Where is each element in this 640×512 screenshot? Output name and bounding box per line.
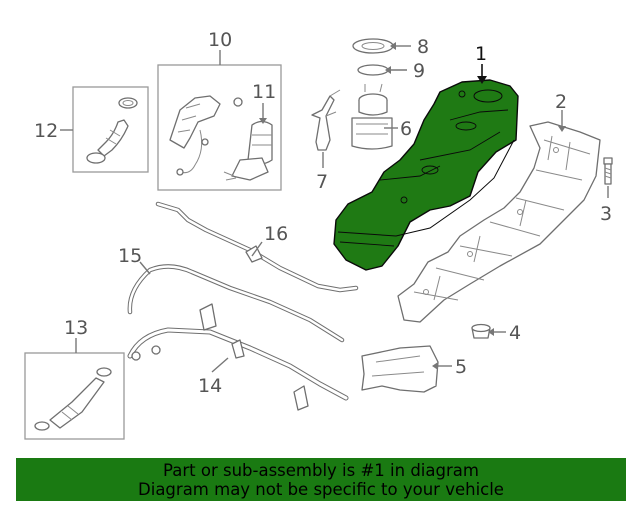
callout-12[interactable]: 12 xyxy=(34,120,58,142)
part-16-vapor-line[interactable] xyxy=(155,201,359,293)
callout-8[interactable]: 8 xyxy=(417,36,429,58)
part-6-pump-module[interactable] xyxy=(351,83,393,150)
callout-5[interactable]: 5 xyxy=(455,356,467,378)
callout-16[interactable]: 16 xyxy=(264,223,288,245)
callout-6[interactable]: 6 xyxy=(400,118,412,140)
part-5-heat-shield[interactable] xyxy=(361,345,439,393)
banner-line-1: Part or sub-assembly is #1 in diagram xyxy=(163,461,479,480)
callout-2[interactable]: 2 xyxy=(555,91,567,113)
callout-1[interactable]: 1 xyxy=(475,43,487,65)
part-14-line-assembly[interactable] xyxy=(127,303,349,411)
callout-10[interactable]: 10 xyxy=(208,29,232,51)
callout-14[interactable]: 14 xyxy=(198,375,222,397)
parts-diagram: 12 10 11 8 9 6 xyxy=(24,29,613,440)
callout-3[interactable]: 3 xyxy=(600,203,612,225)
part-7-bracket[interactable] xyxy=(311,89,341,151)
callout-11[interactable]: 11 xyxy=(252,81,276,103)
callout-9[interactable]: 9 xyxy=(413,60,425,82)
part-9-seal[interactable] xyxy=(357,64,389,76)
part-13-box[interactable] xyxy=(24,352,125,440)
info-banner: Part or sub-assembly is #1 in diagram Di… xyxy=(16,458,626,501)
part-4-nut[interactable] xyxy=(471,323,491,339)
part-8-gasket[interactable] xyxy=(352,38,394,54)
callout-7[interactable]: 7 xyxy=(316,171,328,193)
callout-4[interactable]: 4 xyxy=(509,322,521,344)
part-12-box[interactable] xyxy=(72,86,149,173)
part-1-fuel-tank[interactable] xyxy=(333,79,519,271)
callout-15[interactable]: 15 xyxy=(118,245,142,267)
banner-line-2: Diagram may not be specific to your vehi… xyxy=(138,480,504,499)
part-2-shield[interactable] xyxy=(397,121,601,323)
part-10-box[interactable] xyxy=(157,64,282,191)
callout-13[interactable]: 13 xyxy=(64,317,88,339)
part-3-bolt[interactable] xyxy=(603,157,613,185)
part-15-fuel-line[interactable] xyxy=(127,264,345,343)
